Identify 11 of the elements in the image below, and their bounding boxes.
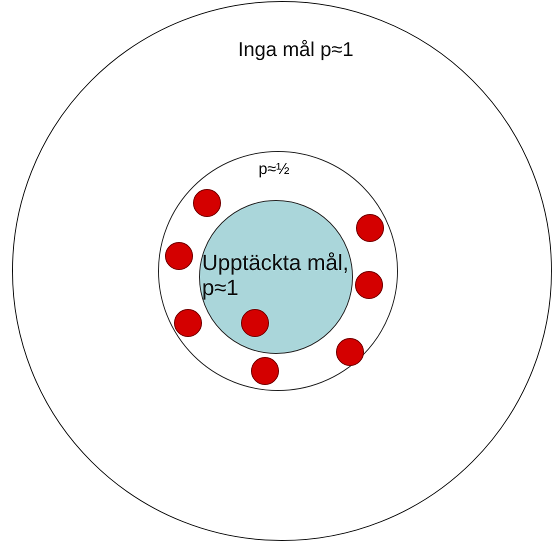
dot xyxy=(336,338,364,366)
dot xyxy=(193,189,221,217)
dot xyxy=(355,271,383,299)
dot xyxy=(356,214,384,242)
region-label: p≈½ xyxy=(258,160,291,179)
dot xyxy=(251,357,279,385)
region-label: Upptäckta mål, p≈1 xyxy=(202,250,350,301)
dot xyxy=(174,309,202,337)
dot xyxy=(240,308,268,336)
region-label: Inga mål p≈1 xyxy=(238,39,354,62)
dot xyxy=(165,242,193,270)
